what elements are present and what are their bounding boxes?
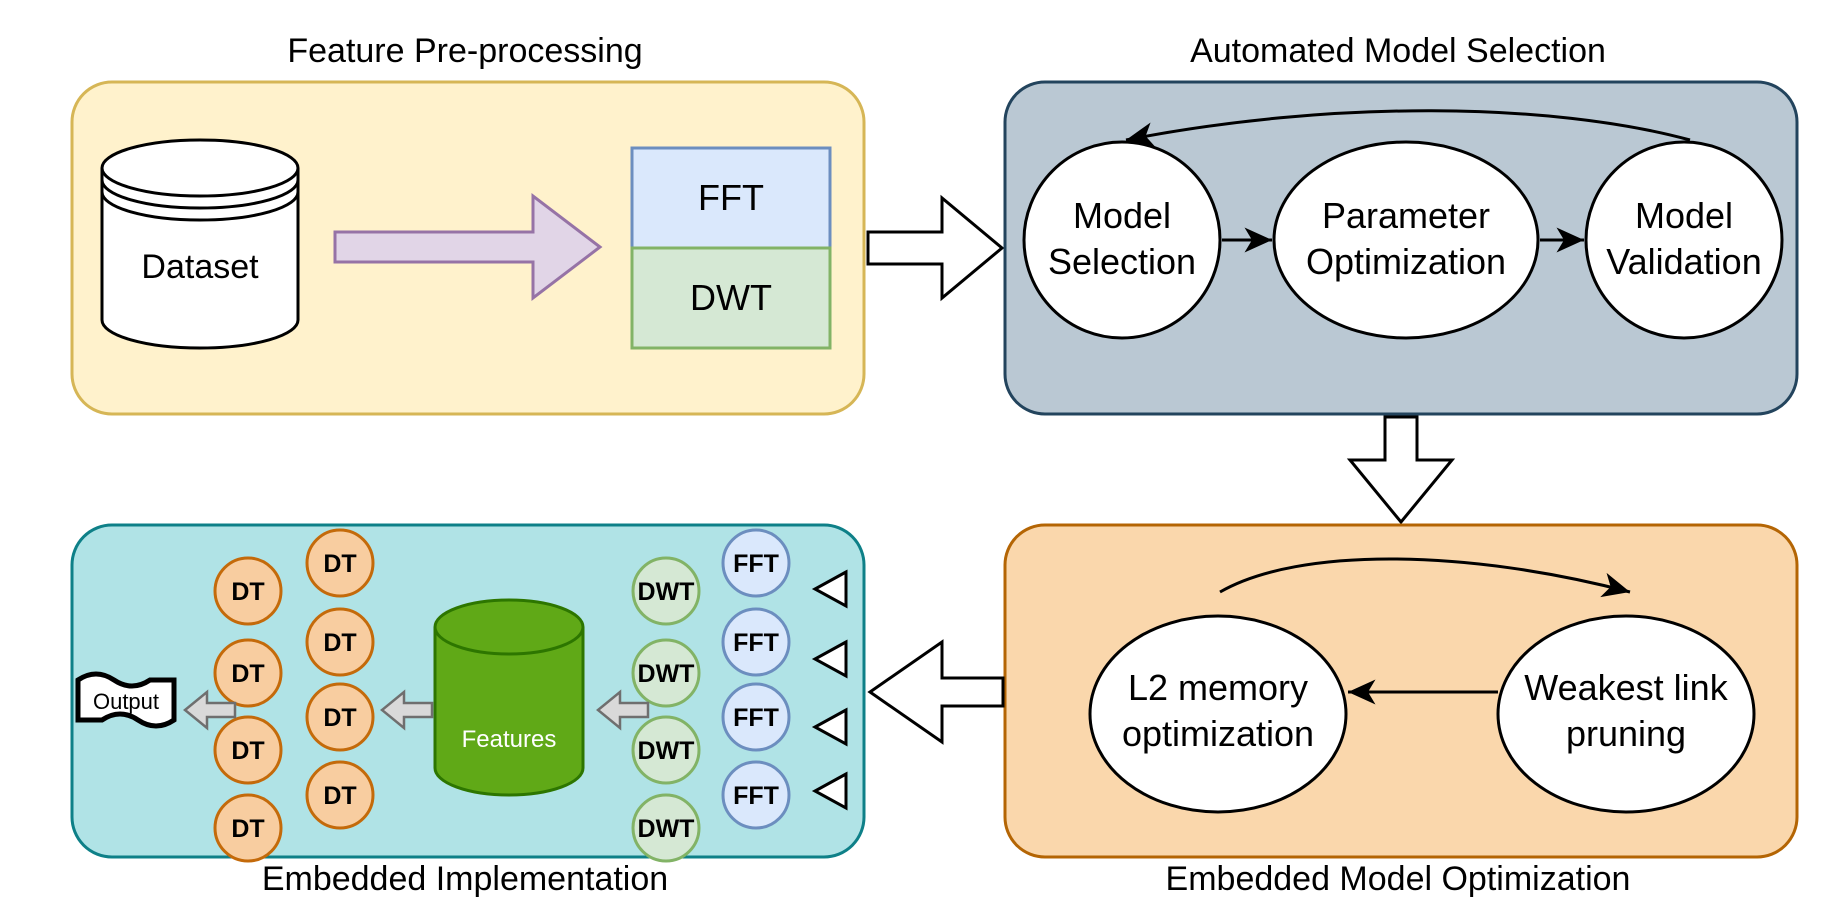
preprocessing-arrow: [333, 192, 603, 302]
model-selection-label-2: Selection: [1048, 241, 1196, 282]
dataset-cylinder: Dataset: [100, 138, 300, 350]
input-triangle: [811, 639, 848, 679]
small-arrow-to-output: [183, 689, 237, 731]
dt-node-label: DT: [231, 660, 264, 688]
dt-node-label: DT: [231, 815, 264, 843]
dt-node-label: DT: [323, 782, 356, 810]
model-validation-node: [1584, 140, 1784, 340]
small-arrow-to-features: [596, 689, 650, 731]
model-selection-title: Automated Model Selection: [1190, 32, 1606, 70]
dt-node: DT: [213, 715, 283, 785]
output-label: Output: [93, 689, 159, 714]
input-triangle: [811, 569, 848, 609]
dt-node: DT: [213, 793, 283, 863]
dwt-node-label: DWT: [638, 578, 695, 606]
small-arrow-to-trees: [380, 689, 434, 731]
fft-node: FFT: [721, 607, 791, 677]
fft-block: [630, 146, 832, 250]
fft-node: FFT: [721, 528, 791, 598]
edge-validation-to-selection: [1125, 109, 1691, 147]
dwt-block-label: DWT: [690, 277, 772, 318]
weakest-link-label-1: Weakest link: [1524, 667, 1728, 708]
features-cylinder: Features: [433, 598, 585, 797]
l2-memory-label-1: L2 memory: [1128, 667, 1308, 708]
l2-memory-label-2: optimization: [1122, 713, 1314, 754]
dt-node-label: DT: [323, 704, 356, 732]
flow-arrow-to-implementation: [867, 639, 1005, 745]
model-selection-label-1: Model: [1073, 195, 1171, 236]
weakest-link-node: [1496, 614, 1756, 814]
fft-node-label: FFT: [733, 782, 779, 810]
input-triangle: [811, 707, 848, 747]
l2-memory-node: [1088, 614, 1348, 814]
dt-node: DT: [305, 528, 375, 598]
model-validation-label-1: Model: [1635, 195, 1733, 236]
dwt-node-label: DWT: [638, 815, 695, 843]
flow-arrow-to-model-selection: [866, 194, 1005, 302]
dt-node-label: DT: [323, 629, 356, 657]
parameter-optimization-node: [1272, 140, 1540, 340]
dataset-label: Dataset: [141, 248, 259, 286]
model-validation-label-2: Validation: [1606, 241, 1761, 282]
edge-l2-to-weakest: [1219, 557, 1631, 598]
fft-node-label: FFT: [733, 629, 779, 657]
fft-node: FFT: [721, 760, 791, 830]
model-selection-node: [1022, 140, 1222, 340]
dwt-node: DWT: [631, 715, 701, 785]
flow-arrow-to-optimization: [1346, 415, 1456, 525]
dt-node-label: DT: [231, 737, 264, 765]
fft-block-label: FFT: [698, 177, 764, 218]
optimization-title: Embedded Model Optimization: [1166, 860, 1631, 898]
dwt-node-label: DWT: [638, 660, 695, 688]
dt-node: DT: [305, 682, 375, 752]
features-label: Features: [462, 726, 557, 753]
input-triangle: [811, 771, 848, 811]
dt-node-label: DT: [231, 578, 264, 606]
weakest-link-label-2: pruning: [1566, 713, 1686, 754]
dt-node-label: DT: [323, 550, 356, 578]
dt-node: DT: [213, 638, 283, 708]
fft-node-label: FFT: [733, 550, 779, 578]
dt-node: DT: [305, 760, 375, 830]
implementation-title: Embedded Implementation: [262, 860, 668, 898]
fft-node-label: FFT: [733, 704, 779, 732]
parameter-optimization-label-2: Optimization: [1306, 241, 1506, 282]
preprocessing-title: Feature Pre-processing: [287, 32, 642, 70]
dwt-node: DWT: [631, 556, 701, 626]
dwt-node: DWT: [631, 793, 701, 863]
parameter-optimization-label-1: Parameter: [1322, 195, 1490, 236]
dwt-node: DWT: [631, 638, 701, 708]
dt-node: DT: [305, 607, 375, 677]
dt-node: DT: [213, 556, 283, 626]
fft-node: FFT: [721, 682, 791, 752]
output-node: Output: [75, 671, 177, 729]
dwt-node-label: DWT: [638, 737, 695, 765]
dwt-block: [630, 246, 832, 350]
